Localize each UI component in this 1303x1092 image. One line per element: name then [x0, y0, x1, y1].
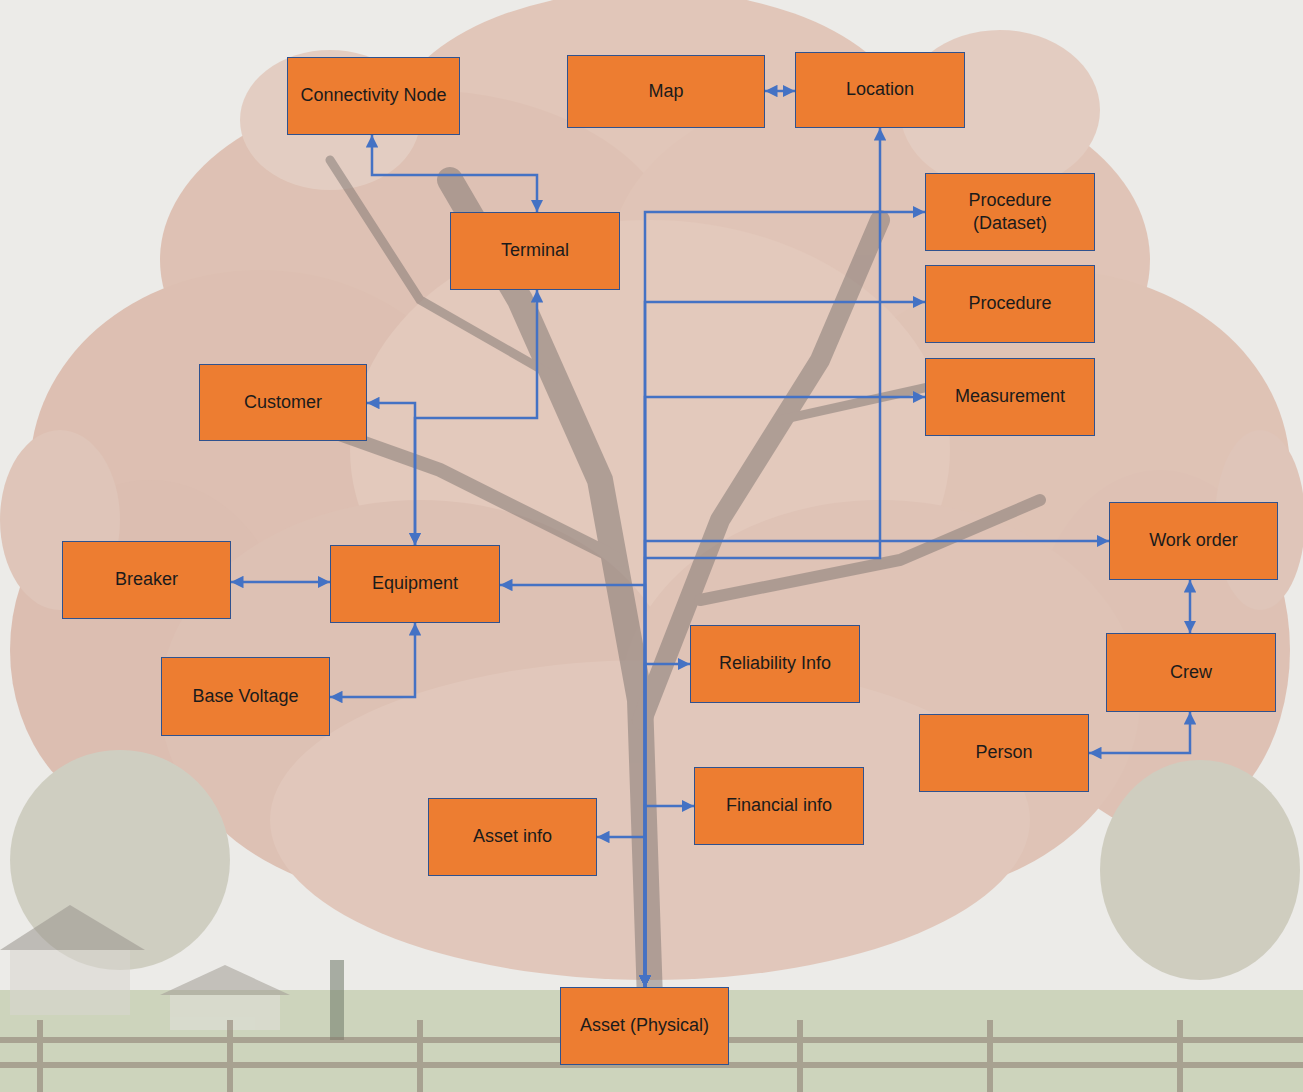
box-label: Map: [648, 80, 683, 103]
entity-box: Person: [919, 714, 1089, 792]
entity-box: Connectivity Node: [287, 57, 460, 135]
connector-arrow: [415, 290, 537, 545]
entity-box: Location: [795, 52, 965, 128]
connector-arrow: [645, 806, 694, 987]
box-label: Work order: [1149, 529, 1238, 552]
entity-box: Work order: [1109, 502, 1278, 580]
connector-arrow: [1189, 580, 1192, 633]
entity-box: Customer: [199, 364, 367, 441]
entity-box: Breaker: [62, 541, 231, 619]
connector-arrow: [765, 90, 795, 93]
connector-arrow: [645, 212, 925, 987]
connector-arrow: [372, 135, 537, 212]
box-label: Connectivity Node: [300, 84, 446, 107]
connector-arrow: [645, 302, 925, 987]
entity-box: Base Voltage: [161, 657, 330, 736]
box-label: Equipment: [372, 572, 458, 595]
entity-box: Terminal: [450, 212, 620, 290]
entity-box: Reliability Info: [690, 625, 860, 703]
connector-arrow: [231, 581, 330, 584]
box-label: Customer: [244, 391, 322, 414]
connector-arrow: [1089, 712, 1190, 753]
entity-box: Measurement: [925, 358, 1095, 436]
box-label: Crew: [1170, 661, 1212, 684]
box-label: Asset info: [473, 825, 552, 848]
entity-box: Procedure (Dataset): [925, 173, 1095, 251]
box-label: Procedure: [968, 292, 1051, 315]
connector-arrow: [645, 128, 880, 987]
entity-box: Financial info: [694, 767, 864, 845]
connector-arrow: [645, 664, 690, 987]
connector-arrow: [367, 403, 415, 545]
box-label: Terminal: [501, 239, 569, 262]
connector-arrow: [645, 397, 925, 987]
connector-arrow: [330, 623, 415, 697]
box-label: Reliability Info: [719, 652, 831, 675]
box-label: Base Voltage: [192, 685, 298, 708]
entity-box: Asset info: [428, 798, 597, 876]
entity-box: Asset (Physical): [560, 987, 729, 1065]
connector-arrow: [597, 837, 645, 987]
entity-box: Equipment: [330, 545, 500, 623]
box-label: Procedure (Dataset): [934, 189, 1086, 236]
box-label: Asset (Physical): [580, 1014, 709, 1037]
box-label: Measurement: [955, 385, 1065, 408]
entity-box: Crew: [1106, 633, 1276, 712]
box-label: Person: [975, 741, 1032, 764]
connector-arrow: [645, 541, 1109, 987]
box-label: Breaker: [115, 568, 178, 591]
box-label: Location: [846, 78, 914, 101]
connector-arrow: [500, 585, 645, 987]
entity-box: Procedure: [925, 265, 1095, 343]
box-label: Financial info: [726, 794, 832, 817]
entity-box: Map: [567, 55, 765, 128]
